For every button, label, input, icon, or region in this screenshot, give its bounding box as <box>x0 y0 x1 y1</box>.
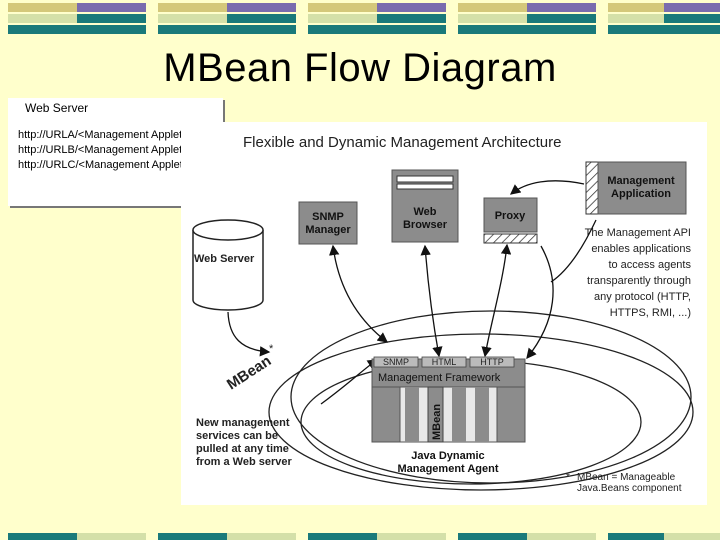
footnote-line-1: MBean = Manageable <box>577 472 676 483</box>
agent-label-2: Management Agent <box>397 463 498 475</box>
band-segment <box>377 3 446 12</box>
api-note-line-3: to access agents <box>608 259 691 271</box>
api-note-line-4: transparently through <box>587 275 691 287</box>
api-note: The Management API enables applications … <box>585 227 692 319</box>
band-segment <box>227 3 296 12</box>
band-segment <box>308 14 377 23</box>
architecture-diagram: Flexible and Dynamic Management Architec… <box>181 122 707 505</box>
proxy-label: Proxy <box>495 210 526 222</box>
pull-note-line-4: from a Web server <box>196 456 293 468</box>
api-note-line-2: enables applications <box>591 243 691 255</box>
band-segment <box>308 533 446 540</box>
diagram-title: Flexible and Dynamic Management Architec… <box>243 134 562 151</box>
band-segment <box>458 3 527 12</box>
band-segment <box>527 3 596 12</box>
web-browser-label-2: Browser <box>403 219 448 231</box>
management-application-label-2: Application <box>611 188 671 200</box>
web-browser-label-1: Web <box>413 206 436 218</box>
protocol-http: HTTP <box>480 357 504 367</box>
url-line-a: http://URLA/<Management AppletA> <box>18 129 196 141</box>
band-segment <box>608 25 720 34</box>
mbean-asterisk: * <box>269 343 274 355</box>
footnote-asterisk: * <box>566 472 570 483</box>
band-segment <box>308 3 377 12</box>
band-segment <box>458 14 527 23</box>
footnote: * MBean = Manageable Java.Beans componen… <box>566 472 682 494</box>
web-server-card-title: Web Server <box>25 101 89 115</box>
web-server-cylinder-label: Web Server <box>194 253 255 265</box>
band-segment <box>77 14 146 23</box>
architecture-diagram-svg: Flexible and Dynamic Management Architec… <box>192 134 694 494</box>
pull-note-line-2: services can be <box>196 430 278 442</box>
protocol-snmp: SNMP <box>383 357 409 367</box>
mbean-arc-label: MBean <box>224 352 275 393</box>
connector-lines <box>227 180 597 405</box>
management-framework-label: Management Framework <box>378 372 501 384</box>
snmp-manager-box: SNMP Manager <box>298 201 358 245</box>
band-segment <box>158 14 227 23</box>
management-agent: SNMP HTML HTTP Management Framework MBea… <box>371 356 526 475</box>
agent-label-1: Java Dynamic <box>411 450 484 462</box>
web-server-cylinder: Web Server <box>192 219 264 311</box>
url-line-c: http://URLC/<Management AppletC> <box>18 159 198 171</box>
band-segment <box>8 533 146 540</box>
band-segment <box>8 25 146 34</box>
slide-title: MBean Flow Diagram <box>163 46 557 90</box>
api-note-line-1: The Management API <box>585 227 691 239</box>
band-segment <box>664 14 720 23</box>
top-decor-band <box>0 0 720 34</box>
pull-note-line-3: pulled at any time <box>196 443 289 455</box>
band-segment <box>227 14 296 23</box>
band-segment <box>77 3 146 12</box>
pull-note-line-1: New management <box>196 417 290 429</box>
web-browser-box: Web Browser <box>391 169 459 243</box>
band-segment <box>158 3 227 12</box>
band-segment <box>8 14 77 23</box>
band-segment <box>608 533 720 540</box>
api-note-line-6: HTTPS, RMI, ...) <box>610 307 691 319</box>
band-segment <box>308 25 446 34</box>
management-application-box: Management Application <box>585 161 687 215</box>
pull-note: New management services can be pulled at… <box>196 417 293 468</box>
band-segment <box>608 3 664 12</box>
bottom-decor-band <box>0 533 720 540</box>
api-note-line-5: any protocol (HTTP, <box>594 291 691 303</box>
band-segment <box>527 14 596 23</box>
mbean-vertical-label: MBean <box>431 404 443 440</box>
band-segment <box>458 533 596 540</box>
band-segment <box>458 25 596 34</box>
band-segment <box>158 533 296 540</box>
band-segment <box>8 3 77 12</box>
footnote-line-2: Java.Beans component <box>577 483 682 494</box>
band-segment <box>377 14 446 23</box>
management-application-label-1: Management <box>607 175 675 187</box>
url-line-b: http://URLB/<Management AppletB> <box>18 144 196 156</box>
snmp-manager-label-2: Manager <box>305 224 351 236</box>
band-segment <box>664 3 720 12</box>
band-segment <box>158 25 296 34</box>
proxy-box: Proxy <box>483 197 538 244</box>
band-segment <box>608 14 664 23</box>
snmp-manager-label-1: SNMP <box>312 211 344 223</box>
protocol-html: HTML <box>432 357 457 367</box>
